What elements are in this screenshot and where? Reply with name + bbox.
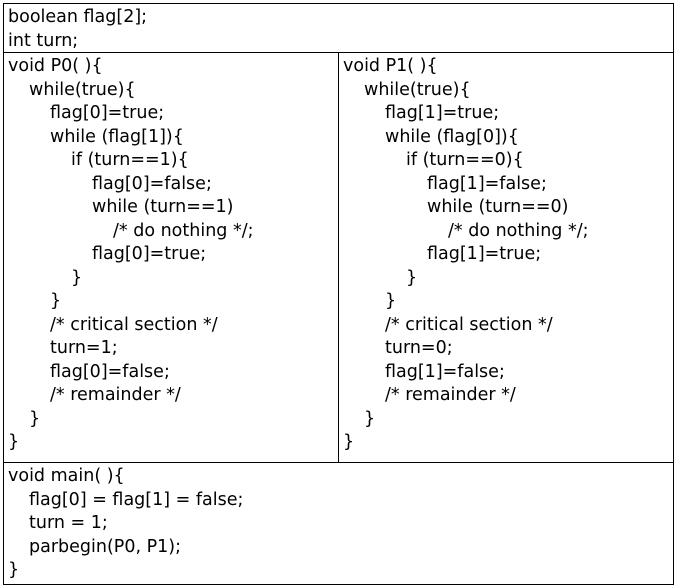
code-line: flag[0] = flag[1] = false; — [29, 489, 244, 510]
code-line: turn = 1; — [29, 513, 108, 533]
process-p0-code: void P0( ){ while(true){ flag[0]=true; w… — [8, 55, 254, 455]
process-p1-code: void P1( ){ while(true){ flag[1]=true; w… — [343, 55, 589, 455]
code-line: int turn; — [8, 30, 79, 51]
code-line: } — [8, 432, 20, 452]
code-line: parbegin(P0, P1); — [29, 536, 182, 557]
process-p0-cell: void P0( ){ while(true){ flag[0]=true; w… — [4, 53, 339, 462]
code-line: /* remainder */ — [385, 385, 516, 405]
code-line: boolean flag[2]; — [8, 7, 148, 27]
code-line: } — [50, 291, 62, 311]
code-line: /* do nothing */; — [113, 220, 254, 241]
code-line: } — [8, 560, 20, 580]
code-line: while (flag[0]){ — [385, 126, 519, 147]
code-line: while (turn==1) — [92, 197, 234, 217]
code-line: } — [406, 267, 418, 288]
code-line: /* critical section */ — [50, 314, 218, 335]
code-line: void P1( ){ — [343, 56, 438, 76]
code-line: if (turn==0){ — [406, 150, 524, 170]
code-line: /* do nothing */; — [448, 220, 589, 241]
processes-row: void P0( ){ while(true){ flag[0]=true; w… — [4, 53, 673, 463]
code-line: void P0( ){ — [8, 56, 103, 76]
code-line: flag[0]=true; — [50, 103, 165, 123]
code-line: flag[0]=false; — [92, 173, 212, 194]
process-p1-cell: void P1( ){ while(true){ flag[1]=true; w… — [339, 53, 673, 462]
declarations-block: boolean flag[2]; int turn; — [8, 6, 147, 53]
main-row: void main( ){ flag[0] = flag[1] = false;… — [4, 463, 673, 584]
code-line: while (turn==0) — [427, 197, 569, 217]
code-line: flag[1]=false; — [427, 173, 547, 194]
code-line: } — [364, 408, 376, 429]
code-line: flag[1]=false; — [385, 361, 505, 382]
main-function-code: void main( ){ flag[0] = flag[1] = false;… — [8, 465, 243, 583]
code-line: /* critical section */ — [385, 314, 553, 335]
code-line: } — [343, 432, 355, 452]
code-line: flag[0]=false; — [50, 361, 170, 382]
code-line: void main( ){ — [8, 466, 125, 486]
code-line: flag[1]=true; — [385, 103, 500, 123]
code-line: if (turn==1){ — [71, 150, 189, 170]
code-line: while(true){ — [29, 79, 136, 100]
declarations-row: boolean flag[2]; int turn; — [4, 4, 673, 53]
code-line: } — [29, 408, 41, 429]
code-line: while(true){ — [364, 79, 471, 100]
code-line: flag[1]=true; — [427, 244, 542, 264]
code-listing-table: boolean flag[2]; int turn; void P0( ){ w… — [3, 3, 674, 585]
code-line: } — [71, 267, 83, 288]
code-line: } — [385, 291, 397, 311]
code-line: turn=0; — [385, 338, 453, 358]
code-line: flag[0]=true; — [92, 244, 207, 264]
code-line: /* remainder */ — [50, 385, 181, 405]
code-line: turn=1; — [50, 338, 118, 358]
code-line: while (flag[1]){ — [50, 126, 184, 147]
